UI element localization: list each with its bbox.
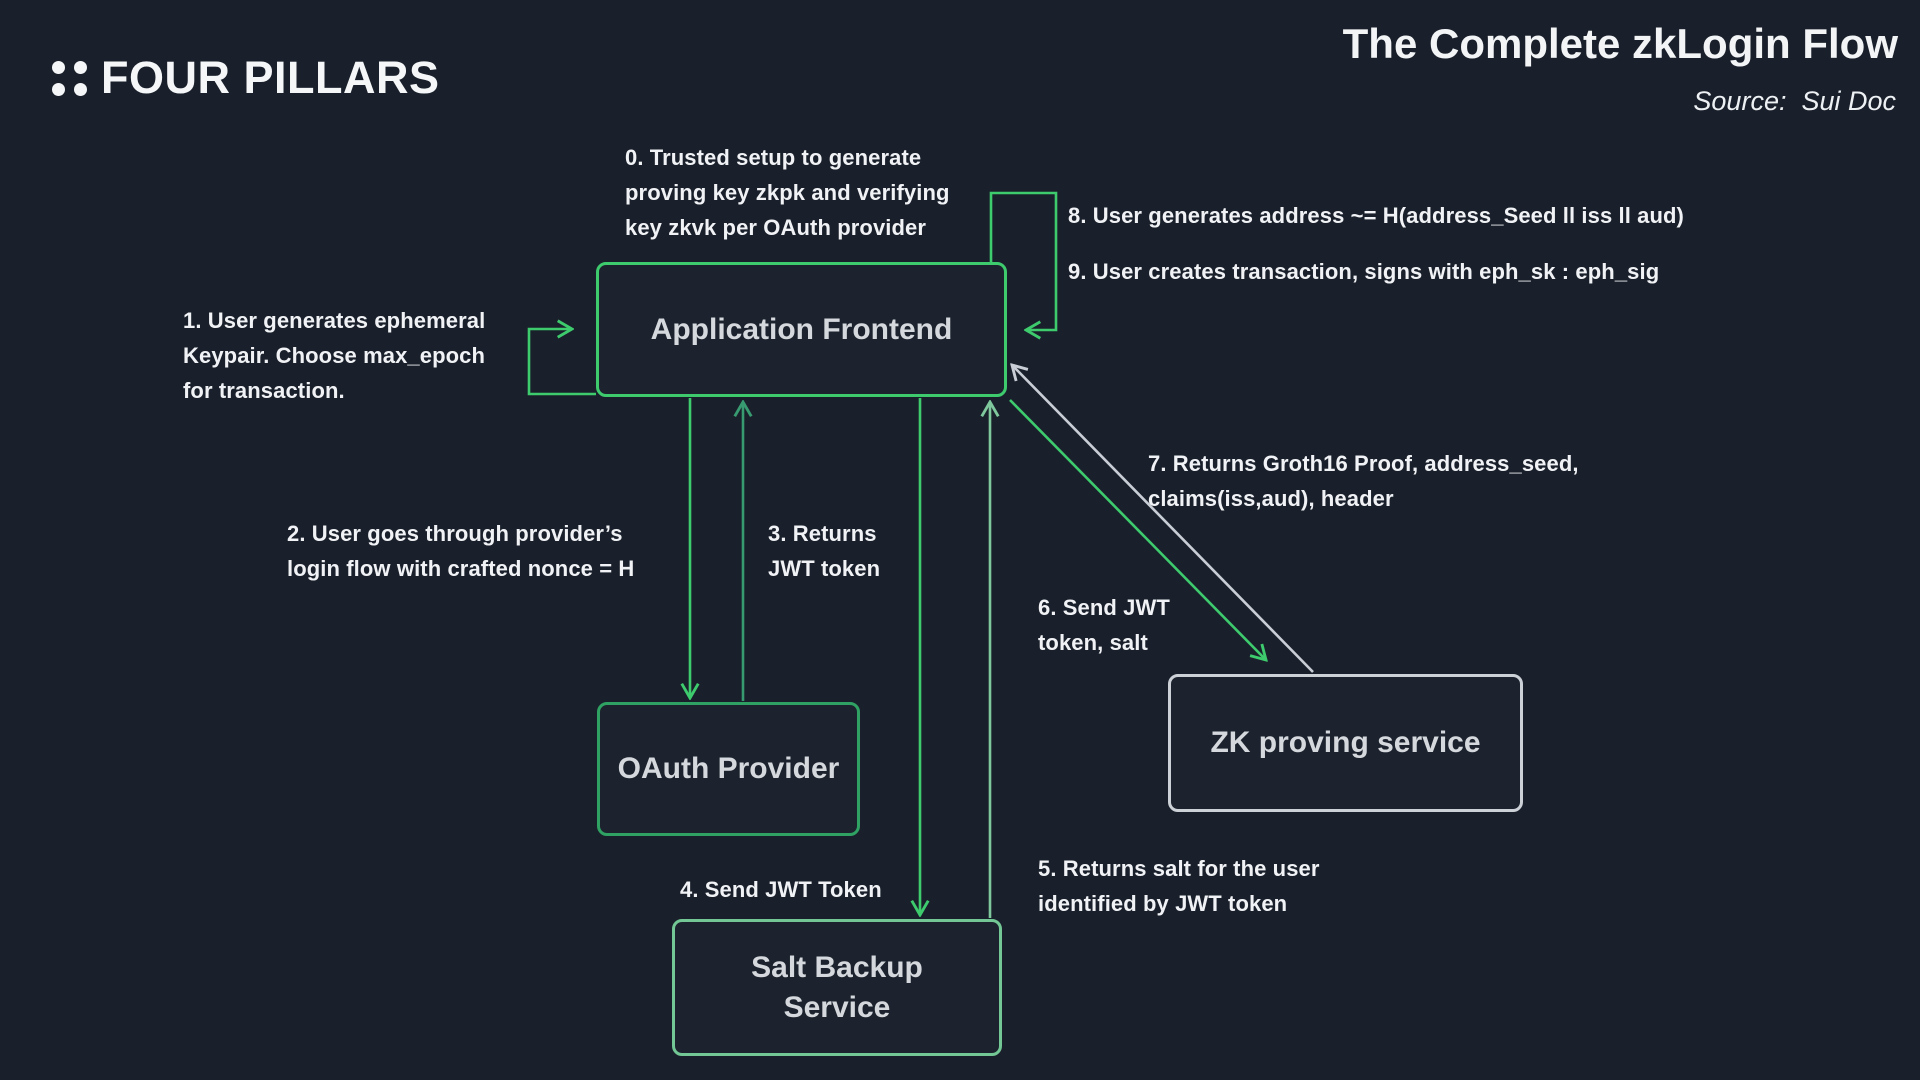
- node-salt-backup-service-label: Salt Backup Service: [751, 950, 923, 1024]
- arrow-step-1-loop: [527, 329, 596, 396]
- step-2-label: 2. User goes through provider’s login fl…: [287, 521, 635, 581]
- step-5-label: 5. Returns salt for the user identified …: [1038, 856, 1320, 916]
- logo-dot: [52, 60, 65, 74]
- step-0-label: 0. Trusted setup to generate proving key…: [625, 145, 950, 240]
- step-8-label: 8. User generates address ~= H(address_S…: [1068, 203, 1684, 228]
- step-7-label: 7. Returns Groth16 Proof, address_seed, …: [1148, 451, 1579, 511]
- arrow-step-7: [1012, 365, 1314, 673]
- node-zk-proving-service-label: ZK proving service: [1210, 726, 1481, 759]
- step-9-label: 9. User creates transaction, signs with …: [1068, 259, 1660, 284]
- page-title: The Complete zkLogin Flow: [1342, 20, 1898, 67]
- logo-dot: [74, 60, 87, 74]
- logo-dot: [52, 82, 65, 96]
- source-credit: Source: Sui Doc: [1693, 86, 1896, 116]
- node-application-frontend-label: Application Frontend: [650, 312, 953, 346]
- step-4-label: 4. Send JWT Token: [680, 877, 882, 902]
- step-1-label: 1. User generates ephemeral Keypair. Cho…: [183, 308, 486, 403]
- arrow-step-6: [1009, 399, 1266, 660]
- step-6-label: 6. Send JWT token, salt: [1038, 595, 1170, 655]
- arrow-step-8-9-loop: [989, 191, 1058, 330]
- four-pillars-logo: FOUR PILLARS: [52, 52, 440, 104]
- four-pillars-logo-icon: [52, 60, 87, 96]
- node-zk-proving-service: ZK proving service: [1168, 674, 1523, 812]
- step-3-label: 3. Returns JWT token: [768, 521, 881, 581]
- node-salt-backup-service: Salt Backup Service: [672, 919, 1002, 1056]
- node-oauth-provider-label: OAuth Provider: [617, 752, 840, 785]
- node-oauth-provider: OAuth Provider: [597, 702, 860, 836]
- brand-name: FOUR PILLARS: [101, 52, 440, 103]
- logo-dot: [74, 82, 87, 96]
- node-application-frontend: Application Frontend: [596, 262, 1007, 397]
